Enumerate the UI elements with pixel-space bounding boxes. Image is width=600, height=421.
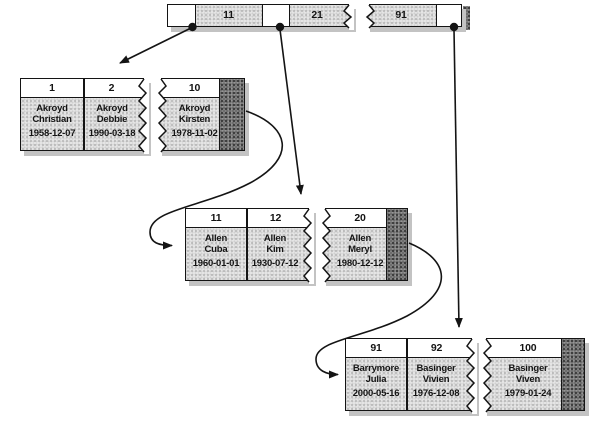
root-node-fragment-1: 11 21 [167, 3, 354, 30]
child-pointer-arrow-3 [453, 29, 463, 328]
torn-edge [342, 3, 354, 30]
leaf-header-row [483, 339, 584, 358]
entry-first-name: Julia [365, 374, 387, 385]
entry-key: 91 [370, 342, 382, 354]
torn-edge [481, 337, 493, 414]
leaf-entry: Allen Meryl 1980-12-12 [333, 233, 387, 269]
leaf-header-row [322, 209, 407, 228]
leaf-node-3-fragment-b: 100 Basinger Viven 1979-01-24 [481, 337, 585, 414]
entry-date: 1979-01-24 [504, 388, 552, 399]
root-key: 21 [311, 9, 323, 21]
torn-edge [302, 207, 314, 284]
entry-date: 1990-03-18 [88, 128, 136, 139]
child-pointer-arrow-1 [119, 27, 191, 64]
entry-last-name: Allen [204, 233, 228, 244]
root-key: 11 [223, 9, 234, 21]
entry-key: 10 [188, 82, 201, 94]
entry-date: 1978-11-02 [171, 128, 218, 139]
entry-key: 11 [210, 212, 222, 224]
child-pointer-arrow-2 [279, 29, 304, 195]
entry-key: 20 [354, 212, 366, 224]
entry-key: 1 [49, 82, 55, 94]
continuation-column [561, 339, 584, 410]
entry-last-name: Akroyd [36, 103, 68, 114]
entry-last-name: Barrymore [352, 363, 400, 374]
leaf-node-1-fragment-a: 1 2 Akroyd Christian 1958-12-07 Akroyd D… [20, 77, 149, 154]
root-continuation-strip [463, 6, 470, 30]
leaf-node-1-fragment-b: 10 Akroyd Kirsten 1978-11-02 [156, 77, 245, 154]
entry-date: 1976-12-08 [412, 388, 460, 399]
torn-edge [465, 337, 477, 414]
root-pointer-cell [168, 5, 196, 26]
leaf-node-3-fragment-a: 91 92 Barrymore Julia 2000-05-16 Basinge… [345, 337, 477, 414]
torn-edge [320, 207, 332, 284]
leaf-node-2-fragment-b: 20 Allen Meryl 1980-12-12 [320, 207, 408, 284]
entry-date: 1960-01-01 [192, 258, 240, 269]
cell-divider [83, 79, 85, 150]
entry-first-name: Viven [515, 374, 541, 385]
leaf-entry: Allen Kim 1930-07-12 [248, 233, 302, 269]
entry-last-name: Basinger [416, 363, 456, 374]
leaf-entry: Basinger Viven 1979-01-24 [495, 363, 561, 399]
entry-first-name: Kim [266, 244, 284, 255]
torn-edge [364, 3, 376, 30]
continuation-column [219, 79, 244, 150]
root-pointer-cell [436, 5, 461, 26]
entry-last-name: Akroyd [178, 103, 211, 114]
entry-key: 12 [269, 212, 282, 224]
entry-key: 2 [108, 82, 115, 94]
leaf-entry: Akroyd Kirsten 1978-11-02 [169, 103, 220, 139]
leaf-node-2-fragment-a: 11 12 Allen Cuba 1960-01-01 Allen Kim 19… [185, 207, 314, 284]
continuation-column [386, 209, 407, 280]
entry-date: 1958-12-07 [28, 128, 76, 139]
root-key: 91 [395, 9, 407, 21]
torn-edge [156, 77, 168, 154]
entry-first-name: Meryl [348, 244, 372, 255]
entry-first-name: Vivien [422, 374, 450, 385]
leaf-entry: Akroyd Debbie 1990-03-18 [85, 103, 139, 139]
torn-edge [137, 77, 149, 154]
entry-key: 100 [519, 342, 537, 354]
entry-date: 2000-05-16 [352, 388, 400, 399]
entry-key: 92 [430, 342, 443, 354]
root-node-fragment-2: 91 [364, 3, 462, 30]
entry-first-name: Kirsten [178, 114, 211, 125]
entry-last-name: Basinger [508, 363, 548, 374]
entry-first-name: Debbie [96, 114, 128, 125]
root-pointer-cell [262, 5, 290, 26]
leaf-entry: Allen Cuba 1960-01-01 [188, 233, 244, 269]
entry-date: 1930-07-12 [251, 258, 299, 269]
entry-first-name: Cuba [204, 244, 228, 255]
entry-date: 1980-12-12 [336, 258, 384, 269]
entry-last-name: Akroyd [96, 103, 128, 114]
entry-last-name: Allen [348, 233, 372, 244]
entry-last-name: Allen [263, 233, 287, 244]
entry-first-name: Christian [32, 114, 72, 125]
leaf-entry: Basinger Vivien 1976-12-08 [408, 363, 464, 399]
leaf-entry: Barrymore Julia 2000-05-16 [348, 363, 404, 399]
leaf-entry: Akroyd Christian 1958-12-07 [23, 103, 81, 139]
